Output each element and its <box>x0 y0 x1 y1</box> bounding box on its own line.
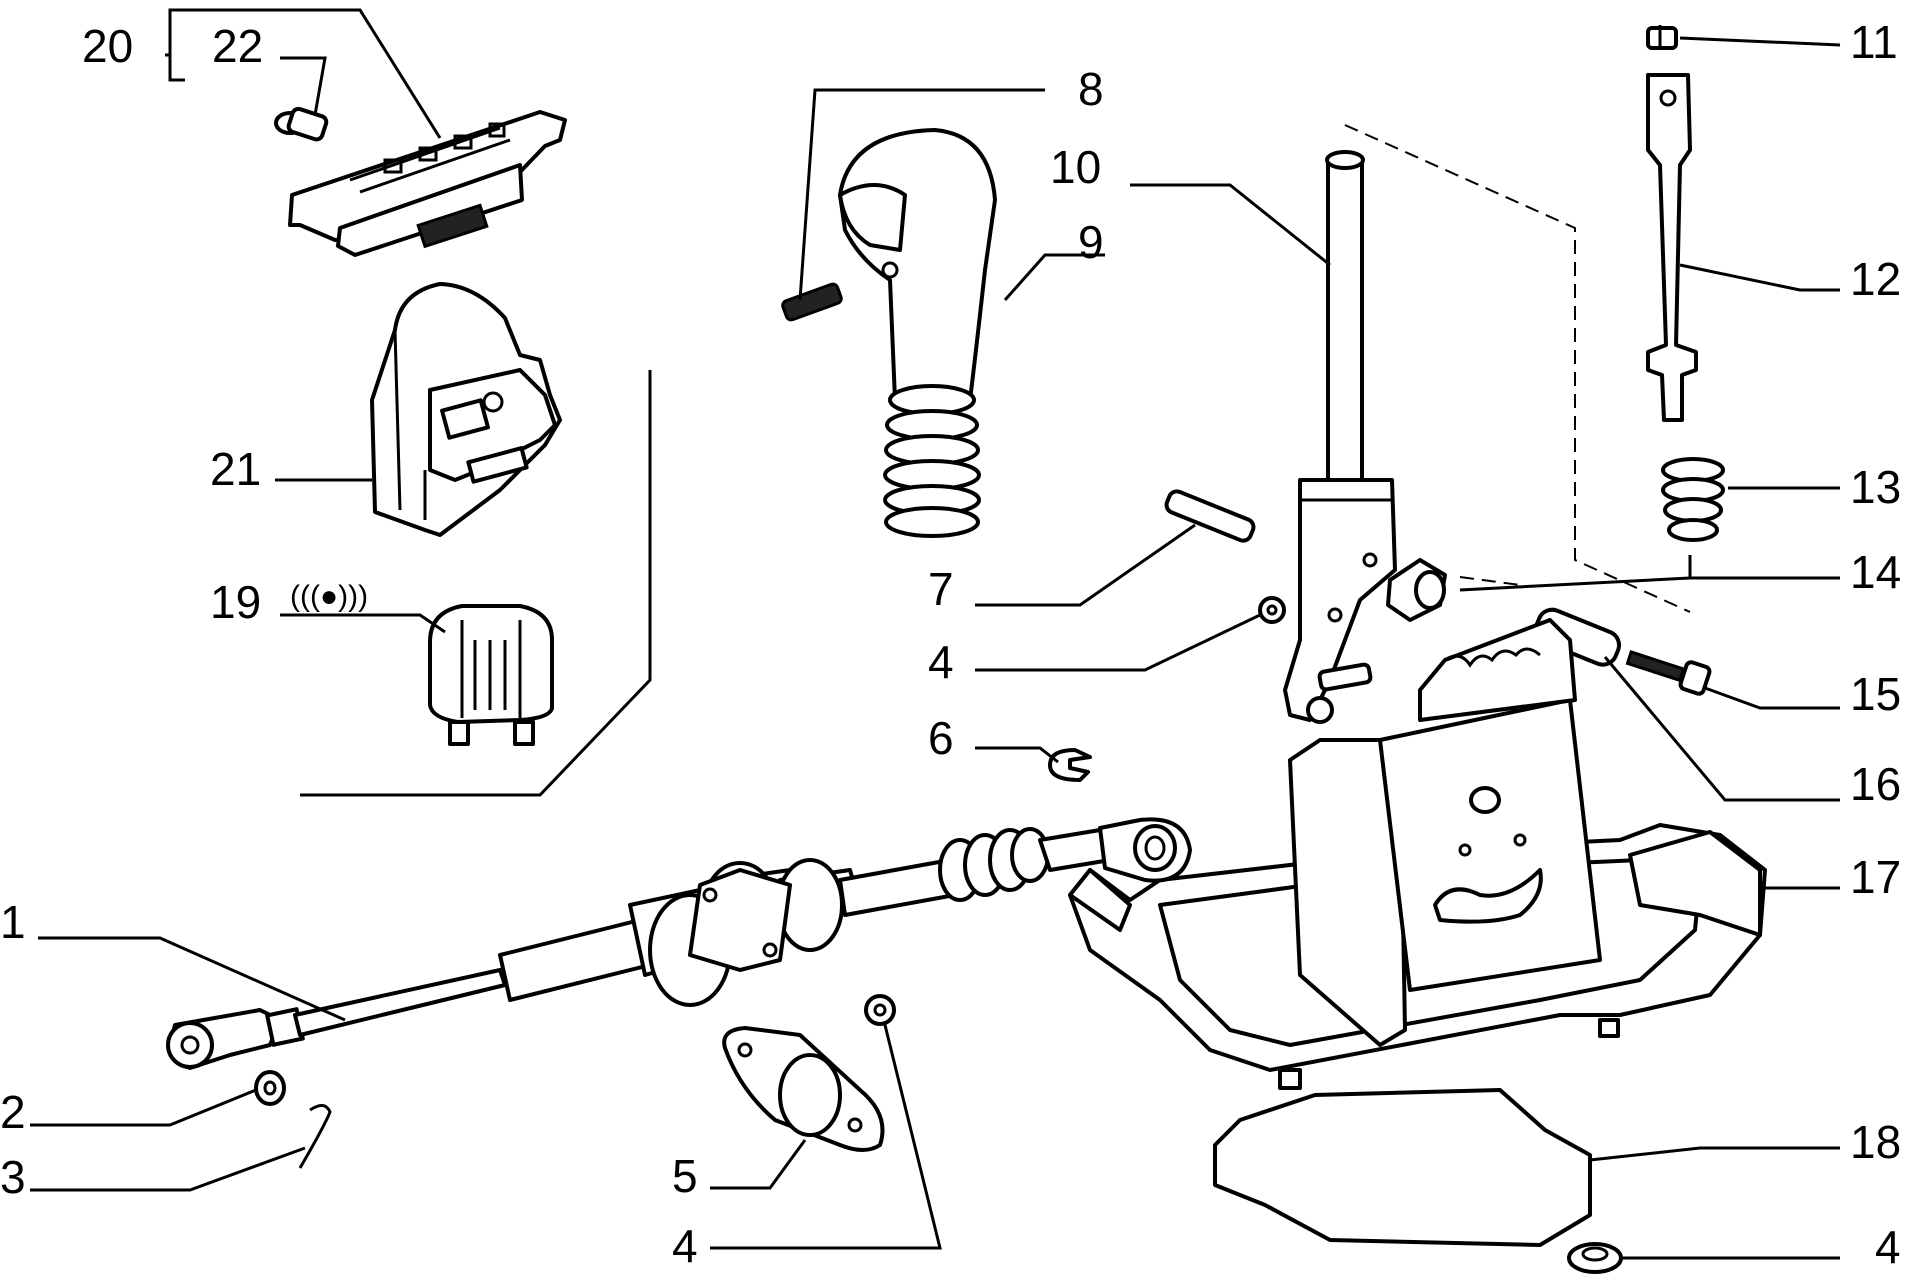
label-6: 6 <box>928 712 954 764</box>
label-2: 2 <box>0 1086 26 1138</box>
label-12: 12 <box>1850 253 1901 305</box>
washer-part-4-lever <box>1258 596 1286 624</box>
signal-symbol: (((●))) <box>290 580 368 613</box>
label-14: 14 <box>1850 546 1901 598</box>
mounting-flange-part-5 <box>722 1026 885 1152</box>
base-plate-part-18 <box>1213 1088 1592 1247</box>
label-15: 15 <box>1850 668 1901 720</box>
leader-lines <box>30 8 1841 1260</box>
gear-rod-part-1 <box>166 817 1192 1070</box>
label-9: 9 <box>1078 216 1104 268</box>
label-10: 10 <box>1050 141 1101 193</box>
label-21: 21 <box>210 443 261 495</box>
nut-part-4-base <box>1567 1242 1623 1274</box>
lever-base-part-17 <box>1068 618 1767 1090</box>
lever-bushing-part-14 <box>1386 558 1447 622</box>
label-19: 19 <box>210 576 261 628</box>
gear-lever-part-10 <box>1283 150 1397 724</box>
label-3: 3 <box>0 1151 26 1203</box>
relay-part-19 <box>428 604 554 746</box>
pin-part-7 <box>1164 489 1256 543</box>
assembly-line-dashed <box>1344 124 1691 613</box>
rod-part-12 <box>1646 73 1698 422</box>
washer-part-2 <box>254 1070 286 1106</box>
label-1: 1 <box>0 896 26 948</box>
label-13: 13 <box>1850 461 1901 513</box>
switch-panel-part-20 <box>288 110 567 257</box>
label-20: 20 <box>82 20 133 72</box>
nut-part-4-flange <box>864 994 896 1026</box>
bolt-part-15 <box>1625 650 1712 696</box>
label-17: 17 <box>1850 851 1901 903</box>
label-16: 16 <box>1850 758 1901 810</box>
label-4-flange: 4 <box>672 1220 698 1272</box>
label-4-base: 4 <box>1875 1221 1901 1273</box>
spring-part-13 <box>1661 457 1725 542</box>
grub-screw-part-8 <box>781 282 843 322</box>
switch-housing-part-21 <box>370 282 562 537</box>
label-5: 5 <box>672 1150 698 1202</box>
bulb-part-22 <box>274 106 329 142</box>
lever-pin <box>1317 662 1373 692</box>
split-pin-part-3 <box>298 1104 332 1169</box>
label-7: 7 <box>928 563 954 615</box>
label-4-lever: 4 <box>928 636 954 688</box>
label-22: 22 <box>212 20 263 72</box>
clip-part-6 <box>1048 748 1092 782</box>
label-18: 18 <box>1850 1116 1901 1168</box>
label-8: 8 <box>1078 63 1104 115</box>
label-11: 11 <box>1850 16 1898 68</box>
knob-bellows <box>883 384 981 538</box>
gear-knob-part-9 <box>838 128 997 538</box>
clip-part-11 <box>1646 25 1678 50</box>
part-labels: 20 22 21 19 8 9 10 7 4 6 1 2 3 5 4 11 12… <box>0 16 1901 1273</box>
